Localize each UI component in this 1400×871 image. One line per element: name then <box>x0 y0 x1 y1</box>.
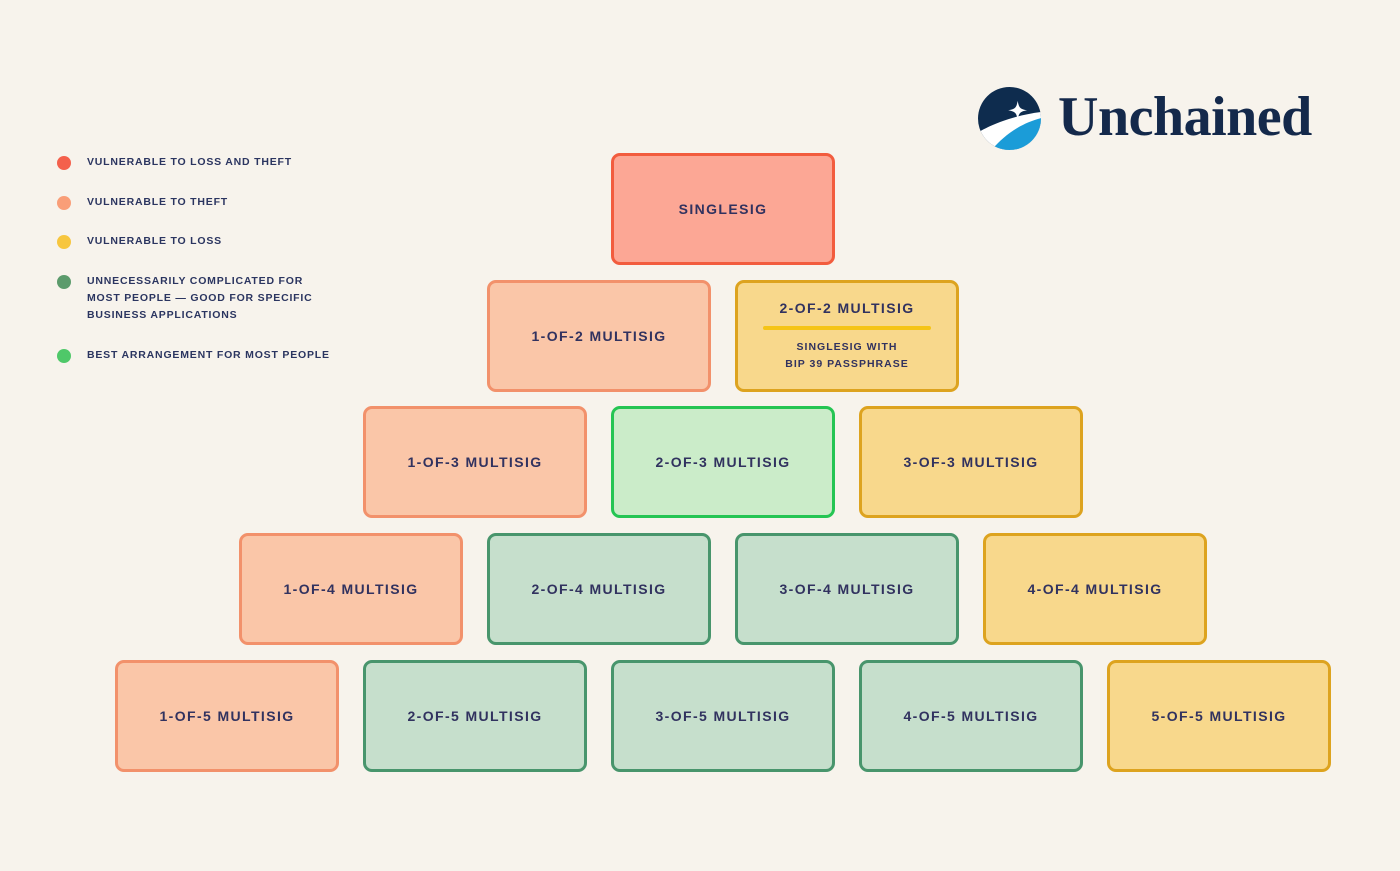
legend-dot-icon <box>57 156 71 170</box>
box-label: 3-OF-4 MULTISIG <box>779 581 915 597</box>
box-label: 2-OF-4 MULTISIG <box>531 581 667 597</box>
legend-dot-icon <box>57 235 71 249</box>
box-label: 2-OF-5 MULTISIG <box>407 708 543 724</box>
box-label: 4-OF-5 MULTISIG <box>903 708 1039 724</box>
divider <box>763 326 931 330</box>
brand-wordmark: Unchained <box>1058 85 1312 148</box>
legend-dot-icon <box>57 196 71 210</box>
unchained-logo: Unchained <box>978 87 1312 150</box>
box-label: 3-OF-3 MULTISIG <box>903 454 1039 470</box>
legend-item-complicated: UNNECESSARILY COMPLICATED FOR MOST PEOPL… <box>57 273 312 324</box>
box-3-of-4-multisig: 3-OF-4 MULTISIG <box>735 533 959 645</box>
legend-label: BEST ARRANGEMENT FOR MOST PEOPLE <box>87 349 330 361</box>
box-3-of-5-multisig: 3-OF-5 MULTISIG <box>611 660 835 772</box>
box-label: 1-OF-2 MULTISIG <box>531 328 667 344</box>
box-sublabel: SINGLESIG WITH BIP 39 PASSPHRASE <box>785 341 909 370</box>
legend-label: VULNERABLE TO LOSS <box>87 235 222 247</box>
box-4-of-5-multisig: 4-OF-5 MULTISIG <box>859 660 1083 772</box>
box-5-of-5-multisig: 5-OF-5 MULTISIG <box>1107 660 1331 772</box>
box-1-of-5-multisig: 1-OF-5 MULTISIG <box>115 660 339 772</box>
box-label: 2-OF-3 MULTISIG <box>655 454 791 470</box>
box-1-of-4-multisig: 1-OF-4 MULTISIG <box>239 533 463 645</box>
legend-label: VULNERABLE TO LOSS AND THEFT <box>87 156 292 168</box>
box-4-of-4-multisig: 4-OF-4 MULTISIG <box>983 533 1207 645</box>
legend-item-loss: VULNERABLE TO LOSS <box>57 233 222 250</box>
box-2-of-4-multisig: 2-OF-4 MULTISIG <box>487 533 711 645</box>
box-label: 2-OF-2 MULTISIG <box>779 300 915 316</box>
box-singlesig: SINGLESIG <box>611 153 835 265</box>
box-label: 1-OF-3 MULTISIG <box>407 454 543 470</box>
legend-item-loss-and-theft: VULNERABLE TO LOSS AND THEFT <box>57 154 292 171</box>
legend-label: UNNECESSARILY COMPLICATED FOR MOST PEOPL… <box>87 275 313 321</box>
box-label: 1-OF-5 MULTISIG <box>159 708 295 724</box>
box-2-of-5-multisig: 2-OF-5 MULTISIG <box>363 660 587 772</box>
legend-dot-icon <box>57 349 71 363</box>
box-1-of-3-multisig: 1-OF-3 MULTISIG <box>363 406 587 518</box>
box-label: 4-OF-4 MULTISIG <box>1027 581 1163 597</box>
box-3-of-3-multisig: 3-OF-3 MULTISIG <box>859 406 1083 518</box>
box-label: SINGLESIG <box>678 201 768 217</box>
legend-dot-icon <box>57 275 71 289</box>
box-2-of-2-multisig: 2-OF-2 MULTISIG SINGLESIG WITH BIP 39 PA… <box>735 280 959 392</box>
legend-item-theft: VULNERABLE TO THEFT <box>57 194 228 211</box>
box-2-of-3-multisig: 2-OF-3 MULTISIG <box>611 406 835 518</box>
box-label: 1-OF-4 MULTISIG <box>283 581 419 597</box>
legend-item-best: BEST ARRANGEMENT FOR MOST PEOPLE <box>57 347 330 364</box>
legend-label: VULNERABLE TO THEFT <box>87 196 229 208</box>
box-1-of-2-multisig: 1-OF-2 MULTISIG <box>487 280 711 392</box>
star-icon <box>1008 100 1028 120</box>
box-label: 3-OF-5 MULTISIG <box>655 708 791 724</box>
unchained-logo-icon <box>978 87 1041 150</box>
box-label: 5-OF-5 MULTISIG <box>1151 708 1287 724</box>
